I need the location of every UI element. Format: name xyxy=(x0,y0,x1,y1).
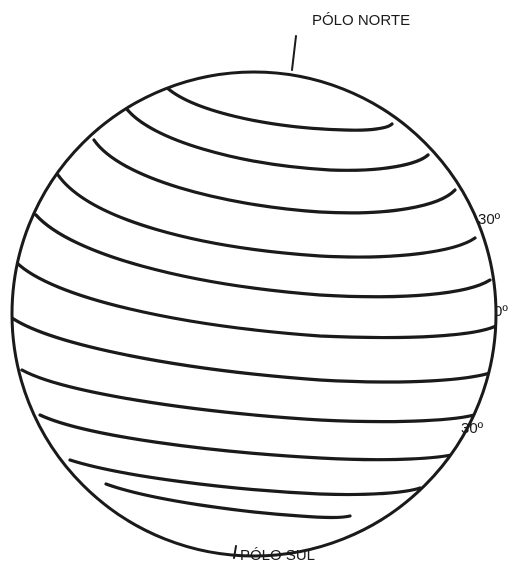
sphere-outline xyxy=(12,72,496,556)
north-pole-axis xyxy=(292,36,296,70)
north-pole-label: PÓLO NORTE xyxy=(312,12,410,29)
south-pole-label: PÓLO SUL xyxy=(240,547,315,564)
equator-label: 0º xyxy=(494,303,508,320)
latitude-30-north-label: 30º xyxy=(478,211,501,228)
latitude-30-south-label: 30º xyxy=(461,420,484,437)
